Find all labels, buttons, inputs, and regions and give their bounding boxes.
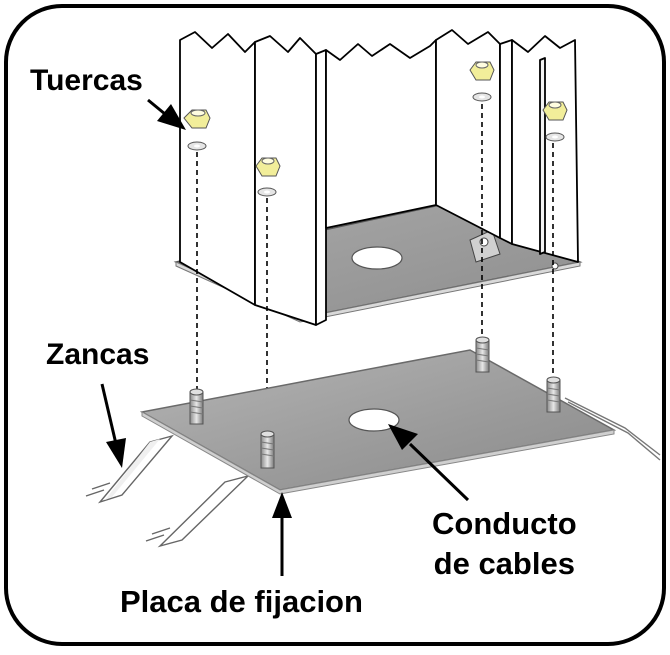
arrow-conducto — [388, 424, 470, 502]
nut-assembly-3 — [469, 61, 495, 102]
label-mounting-plate: Placa de fijacion — [120, 584, 363, 619]
nut-assembly-2 — [255, 157, 281, 197]
stud — [546, 376, 561, 413]
arrow-placa — [272, 492, 292, 576]
cabinet-cable-hole — [351, 246, 403, 270]
label-stringers: Zancas — [46, 338, 150, 371]
nut-icon — [542, 101, 568, 121]
nut-icon — [469, 61, 495, 81]
stud — [189, 388, 204, 425]
cabinet-panels — [179, 29, 579, 326]
nut-assembly-4 — [542, 101, 568, 142]
label-nuts: Tuercas — [30, 64, 143, 97]
label-cable-duct: Conducto de cables — [432, 504, 577, 584]
stud — [260, 430, 275, 469]
stringer-2 — [145, 474, 251, 548]
stud — [475, 336, 490, 373]
label-cable-duct-line1: Conducto — [432, 506, 577, 541]
label-cable-duct-line2: de cables — [433, 546, 575, 581]
cable-duct-hole — [348, 408, 400, 432]
arrow-zancas — [100, 383, 126, 468]
stringer-1 — [85, 434, 174, 504]
arrow-tuercas — [147, 98, 186, 130]
stringer-3 — [564, 397, 661, 461]
nut-assembly-1 — [183, 109, 211, 151]
mounting-plate-graphic — [85, 336, 661, 548]
nut-icon — [255, 157, 281, 177]
